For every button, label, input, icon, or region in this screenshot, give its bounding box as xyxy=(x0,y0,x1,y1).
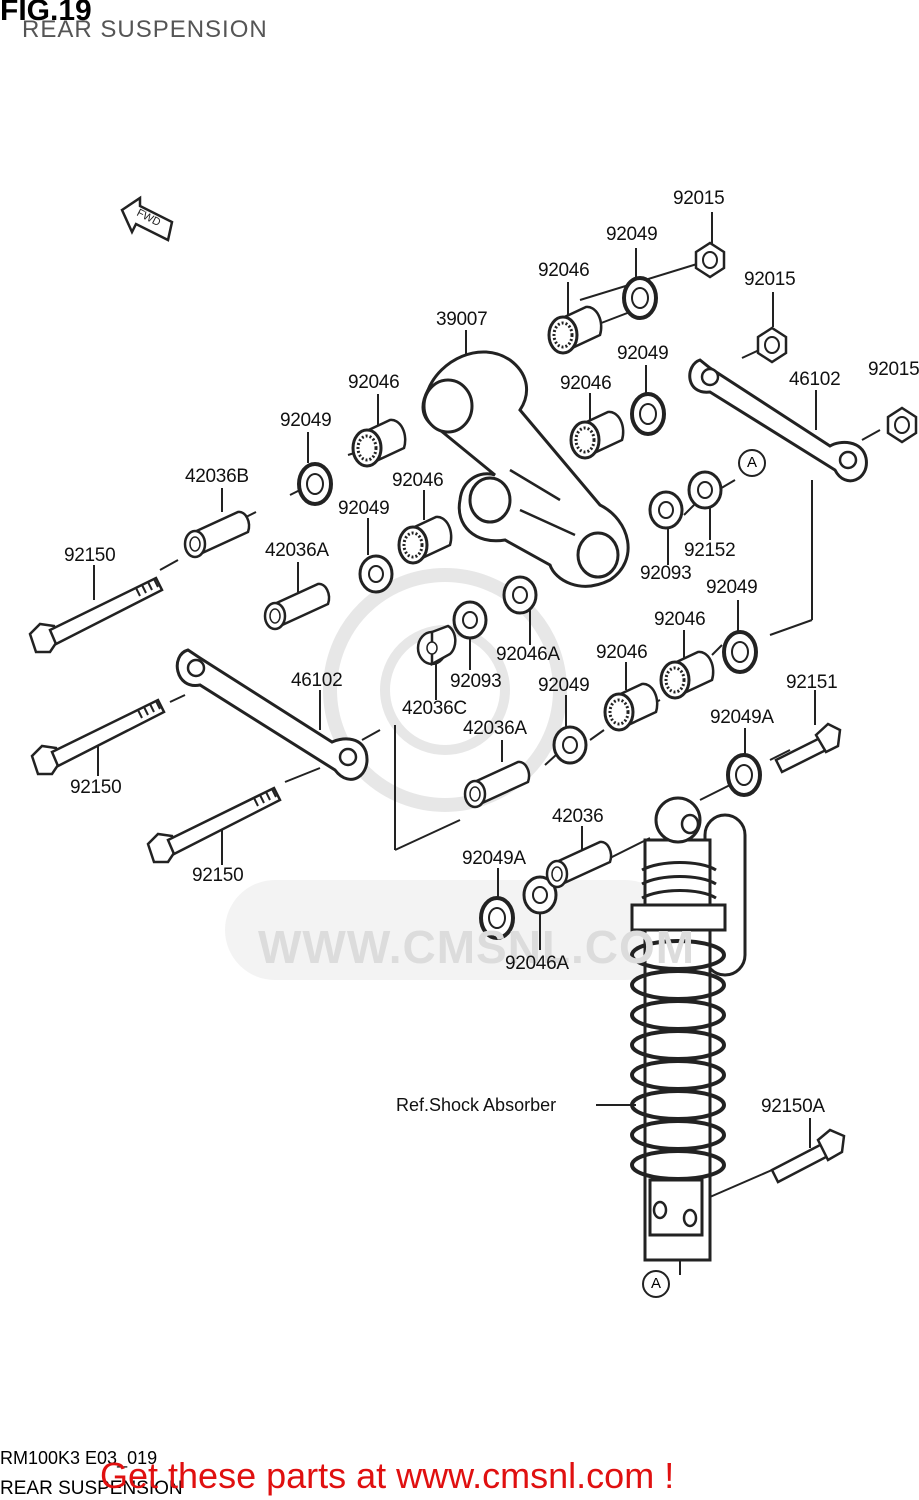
part-label: 92049A xyxy=(710,707,774,728)
part-label: 92150 xyxy=(192,865,244,886)
footer-code: RM100K3 E03_019 xyxy=(0,1448,158,1468)
part-label: 39007 xyxy=(436,309,488,330)
part-label: 92015 xyxy=(744,269,796,290)
part-label: 92049 xyxy=(338,498,390,519)
part-label: 42036 xyxy=(552,806,604,827)
footer-name: REAR SUSPENSION xyxy=(0,1478,183,1499)
part-label: 92046A xyxy=(505,953,569,974)
part-label: 92150 xyxy=(64,545,116,566)
part-label: 92093 xyxy=(640,563,692,584)
part-label: 92151 xyxy=(786,672,838,693)
part-label: 92015 xyxy=(868,359,919,380)
part-label: 92049 xyxy=(538,675,590,696)
part-label: 46102 xyxy=(789,369,841,390)
part-label: 46102 xyxy=(291,670,343,691)
part-label: 92049 xyxy=(706,577,758,598)
watermark-text: WWW.CMSNL.COM xyxy=(258,921,696,973)
rocker-arm-39007 xyxy=(421,350,630,588)
part-label: 92152 xyxy=(684,540,736,561)
tie-rod-46102-right xyxy=(688,358,868,483)
part-label: 92015 xyxy=(673,188,725,209)
part-label: 92049 xyxy=(617,343,669,364)
part-label: 92049 xyxy=(280,410,332,431)
collar-42036c xyxy=(416,624,457,667)
part-label: 92046 xyxy=(560,373,612,394)
part-label: 42036A xyxy=(265,540,329,561)
bolt-92150a xyxy=(770,1128,846,1184)
promo-link[interactable]: Get these parts at www.cmsnl.com ! xyxy=(100,1455,675,1496)
part-label: 92150 xyxy=(70,777,122,798)
tie-rod-46102-left xyxy=(175,648,369,781)
bolt-92151 xyxy=(774,722,842,774)
part-label: 92150A xyxy=(761,1096,825,1117)
part-label: 42036A xyxy=(463,718,527,739)
part-label: 92093 xyxy=(450,671,502,692)
part-label: 42036C xyxy=(402,698,467,719)
ref-shock-label: Ref.Shock Absorber xyxy=(396,1095,557,1115)
figure-subtitle: REAR SUSPENSION xyxy=(22,16,268,43)
shock-absorber xyxy=(630,796,747,1262)
fwd-arrow-icon xyxy=(120,195,174,242)
part-label: 92046 xyxy=(348,372,400,393)
figure-title: FIG.19 xyxy=(0,0,92,27)
part-label: 42036B xyxy=(185,466,249,487)
part-label: 92046 xyxy=(392,470,444,491)
part-label: 92046 xyxy=(538,260,590,281)
ref-marker-a-top: A xyxy=(738,449,766,477)
part-label: 92049A xyxy=(462,848,526,869)
part-label: 92046 xyxy=(596,642,648,663)
part-label: 92049 xyxy=(606,224,658,245)
ref-marker-a-bottom: A xyxy=(642,1270,670,1298)
part-label: 92046 xyxy=(654,609,706,630)
part-label: 92046A xyxy=(496,644,560,665)
